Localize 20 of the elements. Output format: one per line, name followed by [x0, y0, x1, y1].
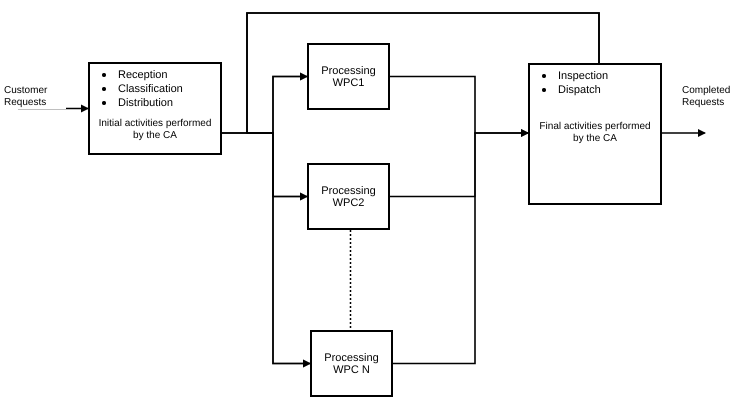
dashed-connector	[350, 230, 352, 330]
process-box	[310, 330, 393, 397]
list-item: Reception	[118, 68, 168, 82]
process-box	[307, 43, 390, 110]
process-box	[528, 63, 662, 205]
process-box	[307, 163, 390, 230]
list-item: Inspection	[558, 69, 608, 83]
box-text: Processing WPC2	[320, 184, 377, 208]
process-box	[88, 62, 222, 155]
list-item: Classification	[118, 82, 183, 96]
box-text: Processing WPC1	[320, 64, 377, 88]
arrow	[393, 129, 529, 364]
edge-label: Customer Requests	[4, 85, 66, 109]
arrow	[662, 129, 706, 137]
box-text: Processing WPC N	[323, 352, 380, 376]
list-item: Distribution	[118, 96, 174, 110]
box-text: Final activities performed by the CA	[538, 121, 652, 145]
list-item: Dispatch	[558, 83, 601, 97]
box-text: Initial activities performed by the CA	[98, 118, 212, 142]
arrow	[246, 12, 600, 368]
